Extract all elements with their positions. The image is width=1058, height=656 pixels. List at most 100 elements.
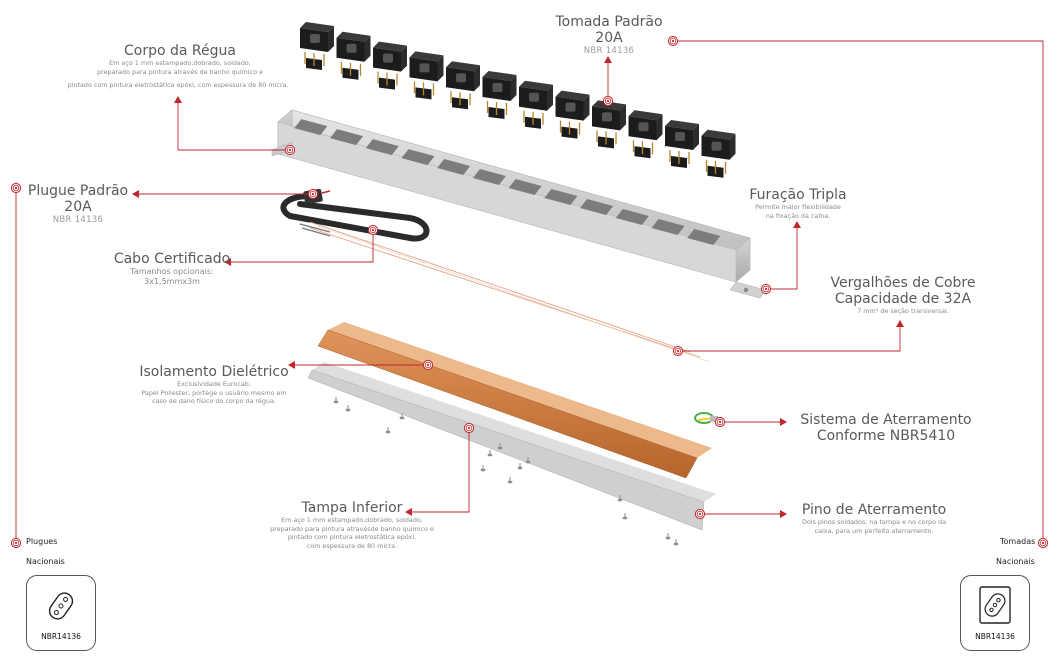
sistema-title-2: Conforme NBR5410 (816, 428, 956, 444)
callout-target (422, 359, 434, 371)
fixing-pin (399, 413, 405, 420)
callout-target (10, 182, 22, 194)
furacao-desc-1: Permite maior flexibilidade (755, 203, 841, 211)
socket-slot (472, 169, 506, 186)
socket-module (409, 51, 444, 100)
side-left-label-1: Plugues (26, 537, 58, 546)
callout-target (367, 224, 379, 236)
fixing-pins (333, 397, 679, 546)
tampa-title: Tampa Inferior (301, 500, 403, 516)
furacao-desc-2: na fixação da calha. (765, 211, 831, 220)
socket-standard-card: NBR14136 (960, 575, 1030, 651)
fixing-pin (665, 533, 671, 540)
dielectric-insulation (317, 322, 712, 479)
fixing-pin (345, 405, 351, 412)
plugue-title-2: 20A (64, 199, 92, 215)
label-sistema: Sistema de Aterramento Conforme NBR5410 (794, 412, 978, 444)
tampa-desc-3: pintado com pintura eletrostática epóxi, (287, 533, 417, 541)
fixing-pin (385, 427, 391, 434)
label-plugue: Plugue Padrão 20A NBR 14136 (26, 183, 130, 225)
callout-markers (10, 35, 1049, 549)
callout-target (10, 537, 22, 549)
plugue-title-1: Plugue Padrão (27, 183, 129, 199)
callout-target (307, 188, 319, 200)
fixing-pin (517, 463, 523, 470)
callout-target (1037, 537, 1049, 549)
callout-target (672, 345, 684, 357)
socket-nbr-icon (979, 586, 1011, 624)
leader-arrowheads (132, 56, 904, 518)
label-isolamento: Isolamento Dielétrico Exclusividade Euro… (130, 364, 298, 406)
socket-slot (651, 218, 685, 235)
callout-target (694, 508, 706, 520)
pino-desc-1: Dois pinos soldados, na tampa e no corpo… (801, 518, 947, 526)
socket-slot (330, 129, 364, 146)
leader-lines (15, 40, 1044, 541)
corpo-desc-3: pintado com pintura eletrostática epóxi,… (67, 81, 289, 89)
socket-module (446, 61, 480, 110)
furacao-title: Furação Tripla (749, 187, 847, 203)
fixing-pin (507, 477, 513, 484)
label-vergalhoes: Vergalhões de Cobre Capacidade de 32A 7 … (830, 275, 976, 316)
socket-slot (580, 198, 614, 215)
fixing-pin (622, 513, 628, 520)
corpo-desc-1: Em aço 1 mm estampado,dobrado, soldado, (109, 59, 251, 67)
side-right-label-1: Tomadas (1000, 537, 1036, 546)
fixing-pin (480, 465, 486, 472)
plug-nbr-icon (48, 592, 74, 620)
vergalhoes-title-2: Capacidade de 32A (834, 291, 972, 307)
fixing-pin (333, 397, 339, 404)
pino-title: Pino de Aterramento (801, 502, 947, 518)
socket-module (628, 110, 663, 159)
tomada-title-2: 20A (595, 30, 623, 46)
label-tomada: Tomada Padrão 20A NBR 14136 (550, 14, 668, 56)
isolamento-desc-1: Exclusividade Eurocab. (177, 380, 251, 388)
socket-module (300, 22, 334, 70)
socket-slot (294, 119, 328, 136)
plug-card-name: NBR14136 (41, 632, 81, 641)
socket-module (592, 100, 626, 149)
vergalhoes-desc: 7 mm² de seção transversal. (857, 307, 949, 315)
power-strip-body (271, 109, 767, 299)
tampa-desc-4: com espessura de 80 micra. (306, 541, 398, 550)
cabo-desc-2: 3x1,5mmx3m (144, 277, 200, 286)
socket-modules (300, 22, 736, 178)
isolamento-desc-3: caso de dano físico do corpo da régua. (152, 397, 276, 405)
vergalhoes-title-1: Vergalhões de Cobre (830, 275, 976, 291)
callout-target (667, 35, 679, 47)
socket-slot (508, 179, 542, 196)
cabo-title: Cabo Certificado (113, 251, 231, 267)
side-right-label-2: Nacionais (996, 557, 1035, 566)
callout-target (602, 95, 614, 107)
tomada-standard: NBR 14136 (583, 46, 635, 56)
plugue-standard: NBR 14136 (52, 215, 104, 225)
fixing-pin (497, 443, 503, 450)
socket-module (555, 90, 590, 139)
socket-module (336, 31, 371, 80)
tampa-desc-1: Em aço 1 mm estampado,dobrado, soldado, (281, 516, 423, 524)
fixing-pin (487, 450, 493, 457)
corpo-title: Corpo da Régua (124, 43, 236, 59)
socket-module (519, 80, 553, 129)
label-pino: Pino de Aterramento Dois pinos soldados,… (790, 502, 958, 535)
fixing-pin (617, 495, 623, 502)
label-corpo: Corpo da Régua Em aço 1 mm estampado,dob… (82, 43, 278, 76)
callout-target (463, 422, 475, 434)
callout-target (284, 144, 296, 156)
pino-desc-2: caixa, para um perfeito aterramento. (814, 526, 934, 535)
socket-slot (365, 139, 399, 156)
socket-module (665, 120, 699, 168)
fixing-pin (525, 457, 531, 464)
socket-module (373, 41, 407, 90)
cabo-desc-1: Tamanhos opcionais: (130, 267, 214, 276)
tampa-desc-2: preparado para pintura atravésde banho q… (270, 524, 434, 533)
socket-module (701, 129, 736, 178)
label-furacao: Furação Tripla Permite maior flexibilida… (742, 187, 854, 220)
label-cabo: Cabo Certificado Tamanhos opcionais: 3x1… (110, 251, 234, 287)
isolamento-desc-2: Papel Poliester, portège o usuário mesmo… (141, 388, 287, 397)
socket-module (482, 71, 517, 119)
callout-target (714, 416, 726, 428)
socket-card-name: NBR14136 (975, 632, 1015, 641)
isolamento-title: Isolamento Dielétrico (139, 364, 289, 380)
socket-slot (437, 159, 471, 176)
